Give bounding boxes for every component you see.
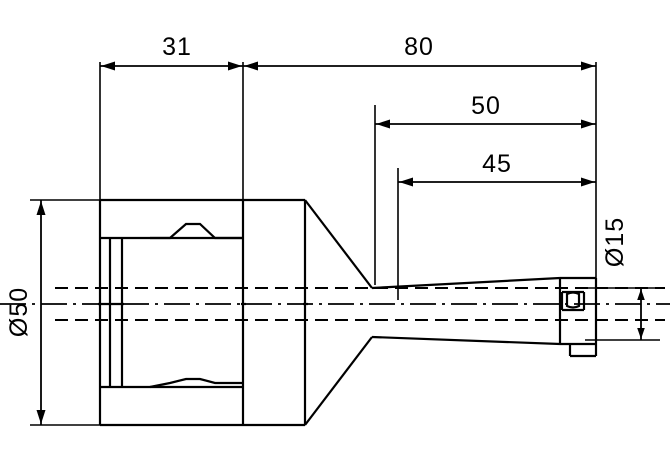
- part-outline-group: [98, 198, 598, 427]
- arrowhead-45-right: [581, 177, 595, 187]
- dim-label-dia15: Ø15: [601, 217, 629, 267]
- break-symbol-group: [149, 222, 243, 389]
- arrowhead-50-left: [376, 119, 390, 129]
- arrowhead-50-right: [581, 119, 595, 129]
- outline-taper-lower: [304, 336, 373, 426]
- dim-label-31: 31: [162, 33, 192, 61]
- arrowhead-31-left: [101, 61, 115, 71]
- break-symbol-top: [150, 222, 243, 240]
- arrowhead-dia15-bottom: [637, 328, 645, 339]
- dimension-arrowheads-group: [36, 61, 645, 424]
- dim-label-80: 80: [404, 33, 434, 61]
- dim-label-45: 45: [482, 150, 512, 178]
- arrowhead-80-right: [581, 61, 595, 71]
- arrowhead-31-right: [228, 61, 242, 71]
- arrowhead-dia15-top: [637, 289, 645, 300]
- arrowhead-dia50-bottom: [36, 410, 46, 424]
- hidden-lines-group: [55, 287, 665, 321]
- outline-shank-top: [371, 276, 561, 290]
- arrowhead-80-left: [244, 61, 258, 71]
- break-symbol-bottom: [149, 377, 243, 389]
- dim-label-dia50: Ø50: [5, 287, 33, 337]
- arrowhead-dia50-top: [36, 201, 46, 215]
- outline-shank-bottom: [371, 335, 561, 346]
- outline-taper-upper: [304, 199, 373, 289]
- outline-boss-round-detail: [565, 291, 581, 309]
- dimension-lines-group: [40, 65, 642, 425]
- arrowhead-45-left: [399, 177, 413, 187]
- dim-label-50: 50: [471, 92, 501, 120]
